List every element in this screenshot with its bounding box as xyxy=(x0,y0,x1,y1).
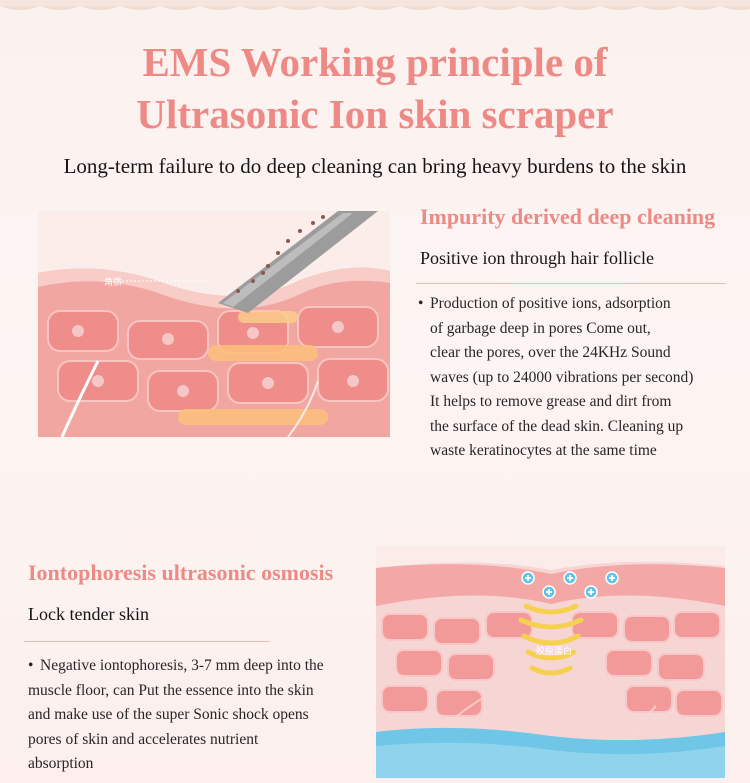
page-title-line1: EMS Working principle of xyxy=(142,39,608,85)
top-decorative-border xyxy=(0,0,750,10)
page-title-line2: Ultrasonic Ion skin scraper xyxy=(136,91,614,137)
section2-bullet-line: muscle floor, can Put the essence into t… xyxy=(28,681,314,699)
section1-bullet-line: waves (up to 24000 vibrations per second… xyxy=(430,368,694,386)
page-subtitle: Long-term failure to do deep cleaning ca… xyxy=(63,154,687,178)
section1-bullet-line: Production of positive ions, adsorption xyxy=(430,295,671,312)
section2-bullet-line: pores of skin and accelerates nutrient xyxy=(28,730,259,748)
bullet-dot-icon: • xyxy=(28,657,34,674)
skin-osmosis-image xyxy=(376,546,725,778)
section1-divider xyxy=(416,283,726,284)
skin-cross-section-image xyxy=(38,211,390,437)
keratin-label: 角质 xyxy=(104,278,123,288)
section1-subtitle: Positive ion through hair follicle xyxy=(420,248,654,268)
section1-title: Impurity derived deep cleaning xyxy=(420,204,716,229)
section1-bullet-line: waste keratinocytes at the same time xyxy=(430,442,657,459)
osmosis-illustration: 胶原蛋白 xyxy=(376,546,725,778)
section1-bullet-line: It helps to remove grease and dirt from xyxy=(430,393,672,410)
section2-bullet-line: Negative iontophoresis, 3-7 mm deep into… xyxy=(40,657,324,674)
section1-bullet-line: of garbage deep in pores Come out, xyxy=(430,319,651,337)
bullet-dot-icon: • xyxy=(418,295,424,312)
section2-bullet: • Negative iontophoresis, 3-7 mm deep in… xyxy=(28,654,368,777)
section2-bullet-line: and make use of the super Sonic shock op… xyxy=(28,706,309,723)
section1-bullet-line: clear the pores, over the 24KHz Sound xyxy=(430,344,671,361)
deep-cleaning-illustration: 角质 xyxy=(38,211,390,437)
section2-title: Iontophoresis ultrasonic osmosis xyxy=(28,560,334,585)
section2-subtitle: Lock tender skin xyxy=(28,604,149,624)
section2-divider xyxy=(24,641,270,642)
section1-bullet: • Production of positive ions, adsorptio… xyxy=(418,292,738,464)
section1-bullet-line: the surface of the dead skin. Cleaning u… xyxy=(430,417,684,435)
collagen-label: 胶原蛋白 xyxy=(536,647,573,657)
section2-bullet-line: absorption xyxy=(28,755,94,772)
